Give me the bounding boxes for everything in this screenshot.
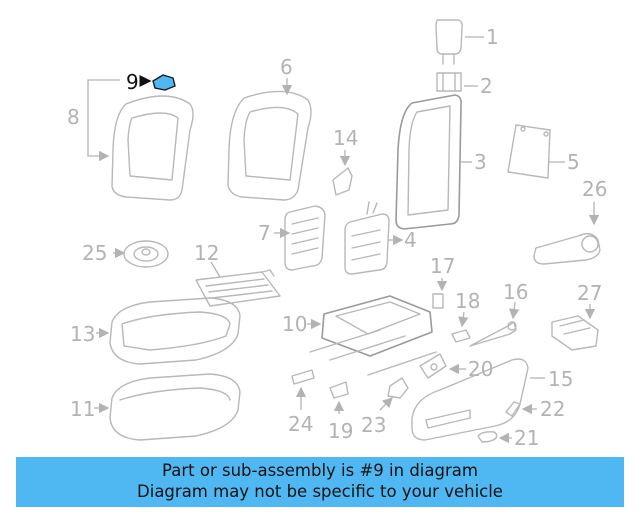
callout-11: 11 [70, 397, 95, 421]
callout-17: 17 [430, 254, 455, 278]
part-7-back-pad [274, 205, 326, 271]
callout-27: 27 [577, 281, 602, 305]
part-11-cushion-pad [94, 373, 241, 441]
part-16-cable [469, 301, 520, 347]
callout-3: 3 [474, 150, 487, 174]
part-20-switch [419, 353, 466, 379]
part-1-headrest [435, 19, 484, 65]
callout-6: 6 [280, 55, 293, 79]
part-27-connector [551, 304, 599, 351]
part-10-seat-track [307, 295, 437, 376]
callout-5: 5 [567, 150, 580, 174]
callout-18: 18 [455, 289, 480, 313]
part-6-seatback-cover [227, 78, 312, 201]
part-info-banner: Part or sub-assembly is #9 in diagram Di… [16, 457, 624, 507]
callout-4: 4 [404, 228, 417, 252]
part-17-clip [432, 278, 448, 309]
part-21-knob [477, 431, 512, 444]
callout-15: 15 [548, 367, 573, 391]
part-2-headrest-guide [436, 72, 478, 92]
callout-1: 1 [486, 25, 499, 49]
part-3-seatback-frame [395, 94, 472, 230]
part-19-cover-cap [329, 381, 349, 414]
part-25-disk [113, 240, 169, 268]
callout-2: 2 [480, 74, 493, 98]
callout-9: 9 [126, 70, 139, 94]
part-5-back-panel [507, 124, 565, 179]
banner-line-2: Diagram may not be specific to your vehi… [137, 482, 503, 501]
callout-13: 13 [70, 322, 95, 346]
callout-16: 16 [503, 280, 528, 304]
part-22-knob [505, 401, 537, 417]
callout-22: 22 [540, 397, 565, 421]
part-13-cushion-cover [96, 297, 241, 365]
callout-7: 7 [258, 221, 271, 245]
part-26-motor [533, 202, 601, 265]
part-12-seat-mat [195, 261, 281, 307]
part-8-seatback-assembly [87, 79, 194, 201]
part-14-bracket [332, 150, 353, 196]
part-23-bracket [379, 377, 409, 411]
part-9-highlighted[interactable] [139, 74, 176, 91]
callout-26: 26 [582, 177, 607, 201]
callout-24: 24 [288, 412, 313, 436]
callout-19: 19 [328, 419, 353, 443]
callout-14: 14 [333, 126, 358, 150]
callout-12: 12 [194, 241, 219, 265]
callout-20: 20 [468, 357, 493, 381]
part-4-lumbar [344, 201, 404, 275]
part-18-cap [451, 311, 471, 343]
callout-21: 21 [514, 426, 539, 450]
callout-8: 8 [67, 105, 80, 129]
banner-line-1: Part or sub-assembly is #9 in diagram [162, 461, 478, 480]
part-24-trim [291, 369, 315, 410]
callout-23: 23 [361, 413, 386, 437]
callout-25: 25 [82, 241, 107, 265]
callout-10: 10 [282, 312, 307, 336]
